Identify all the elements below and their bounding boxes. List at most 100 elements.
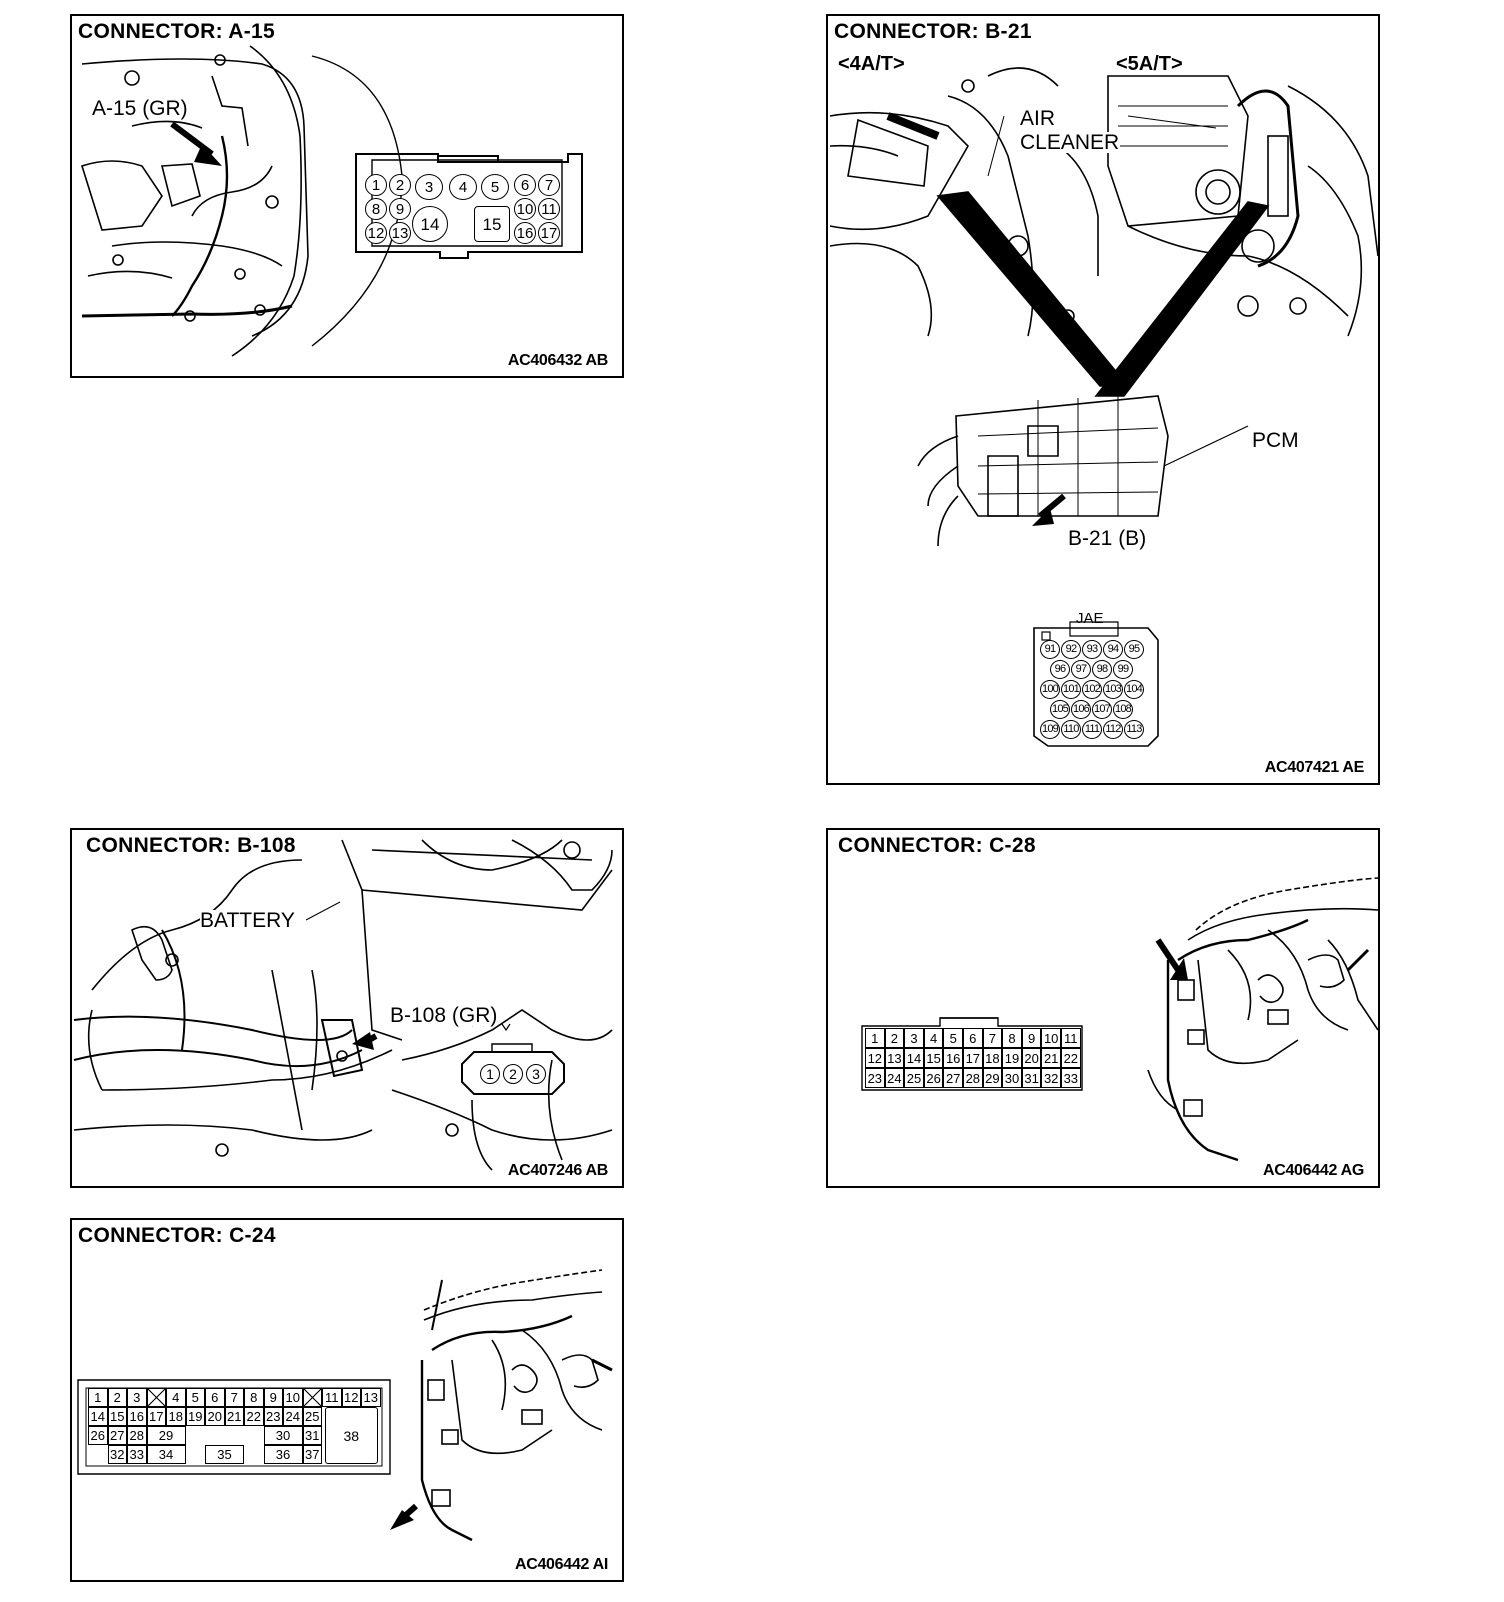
c24-pin: 37 [302,1445,322,1464]
b108-figure-code: AC407246 AB [507,1162,608,1180]
c24-pin: 5 [185,1388,205,1407]
c28-pin: 16 [943,1048,963,1068]
c28-pin: 8 [1002,1028,1022,1048]
c28-pin: 26 [923,1068,944,1088]
b21-pin: 111 [1082,720,1102,739]
c28-pin: 10 [1041,1028,1061,1048]
c24-pin: 27 [107,1426,127,1445]
b108-engine-drawing [73,839,613,1171]
b21-variant-4at-label: <4A/T> [838,53,905,75]
b21-air-label: AIR [1020,107,1056,130]
b21-pin: 106 [1071,700,1091,719]
c24-pin: 1 [88,1388,108,1407]
c28-pin: 23 [865,1068,885,1088]
b21-pin: 91 [1040,640,1060,659]
c28-pin: 22 [1061,1048,1081,1068]
c24-pin: 11 [322,1388,342,1407]
c24-pin: 35 [205,1445,244,1464]
c24-blank-cell [146,1388,166,1407]
b21-pin: 101 [1061,680,1081,699]
c28-pin: 9 [1021,1028,1042,1048]
c28-pin: 14 [904,1048,924,1068]
b21-pin: 110 [1061,720,1081,739]
c24-pin: 18 [166,1407,186,1426]
b21-title: CONNECTOR: B-21 [834,20,1032,43]
b21-pin: 104 [1124,680,1144,699]
b21-pin: 92 [1061,640,1081,659]
c24-pin: 14 [88,1407,108,1426]
c28-pin: 31 [1021,1068,1042,1088]
a15-pin: 9 [389,198,411,220]
c28-pin: 1 [865,1028,885,1048]
c24-pin: 24 [283,1407,303,1426]
c24-pin: 30 [263,1426,303,1445]
c24-pin: 22 [244,1407,264,1426]
b21-pin: 96 [1050,660,1070,679]
c28-pin: 12 [865,1048,885,1068]
c24-pin: 38 [325,1407,378,1464]
c28-pin: 7 [982,1028,1003,1048]
b108-title: CONNECTOR: B-108 [86,834,296,858]
b21-pin: 99 [1113,660,1133,679]
a15-pin: 1 [365,174,387,196]
c24-figure-code: AC406442 AI [514,1556,608,1573]
a15-callout-label: A-15 (GR) [92,97,188,120]
b21-figure-code: AC407421 AE [1264,759,1365,776]
c24-pin: 7 [224,1388,244,1407]
b21-pin: 102 [1082,680,1102,699]
b21-pin: 100 [1040,680,1060,699]
a15-pin: 16 [514,222,536,244]
b21-pin-face: 91 92 93 94 95 96 97 98 99 100 101 102 1… [828,16,1378,783]
a15-figure-code: AC406432 AB [507,352,608,369]
c28-pin: 5 [943,1028,963,1048]
c24-pin: 28 [127,1426,147,1445]
c24-pin: 25 [302,1407,322,1426]
c24-pin: 20 [205,1407,225,1426]
b21-pin: 109 [1040,720,1060,739]
a15-pin: 3 [415,174,443,200]
c24-pin: 36 [263,1445,303,1464]
a15-pin: 13 [389,222,411,244]
c24-pin: 19 [185,1407,205,1426]
a15-pin: 6 [514,174,536,196]
c24-pin: 26 [88,1426,108,1445]
b21-callout-label: B-21 (B) [1068,527,1147,550]
c28-pin: 20 [1021,1048,1042,1068]
b21-pin: 107 [1092,700,1112,719]
c24-pin: 33 [127,1445,147,1464]
a15-engine-drawing [81,45,403,357]
b108-pin: 3 [526,1064,546,1084]
a15-pin: 4 [449,174,477,200]
c24-pin: 13 [361,1388,381,1407]
c24-pin: 8 [244,1388,264,1407]
c24-pin: 10 [283,1388,303,1407]
b21-variant-5at-label: <5A/T> [1116,53,1183,75]
a15-pin-face: 1 2 3 4 5 6 7 8 9 14 15 10 11 12 13 16 1… [72,16,622,376]
b21-pin: 108 [1113,700,1133,719]
c28-title: CONNECTOR: C-28 [838,834,1036,857]
b21-cleaner-label: CLEANER [1020,131,1120,154]
c28-pin: 2 [884,1028,905,1048]
a15-pin: 7 [538,174,560,196]
b21-pin: 105 [1050,700,1070,719]
c28-pin: 18 [982,1048,1003,1068]
c28-figure-code: AC406442 AG [1262,1162,1364,1179]
b21-pin: 95 [1124,640,1144,659]
c24-title: CONNECTOR: C-24 [78,1224,276,1247]
a15-pin: 15 [474,206,510,242]
panel-connector-b21: <4A/T> <5A/T> AIR CLEANER PCM B-21 (B) J… [826,14,1380,785]
a15-title: CONNECTOR: A-15 [78,20,276,43]
b21-pin: 98 [1092,660,1112,679]
c24-pin: 29 [146,1426,186,1445]
c28-pin: 11 [1061,1028,1081,1048]
c28-pin: 6 [963,1028,983,1048]
b108-callout-label: B-108 (GR) [390,1004,498,1027]
panel-connector-a15: A-15 (GR) 1 2 3 4 5 6 7 8 9 14 15 10 11 … [70,14,624,378]
b108-pin: 1 [480,1064,500,1084]
c28-pin: 27 [943,1068,963,1088]
c24-pin: 34 [146,1445,186,1464]
c28-pin: 25 [904,1068,924,1088]
